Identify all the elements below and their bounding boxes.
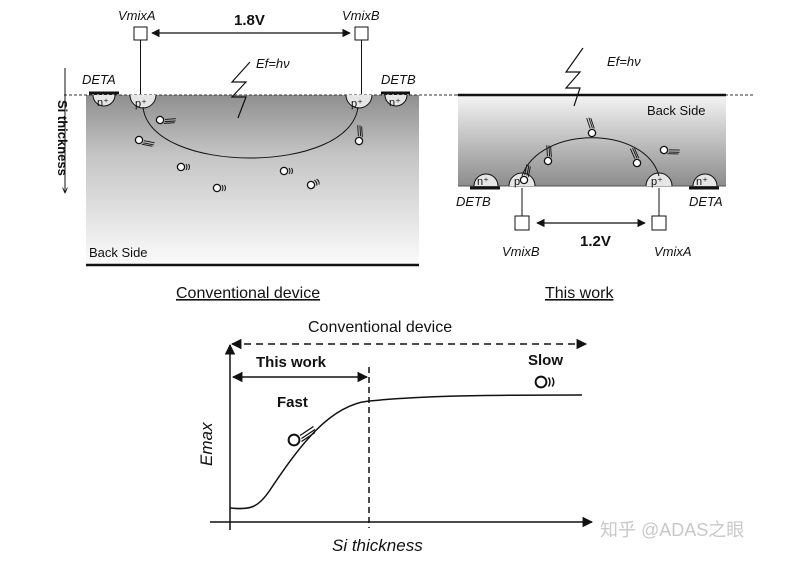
conventional-device-caption: Conventional device — [176, 285, 320, 302]
slow-electron-icon — [534, 375, 555, 389]
this-work-panel: Back Side Ef=hν n⁺ DETB p⁺ p⁺ n⁺ DETA Vm… — [455, 47, 755, 302]
this-work-caption: This work — [545, 285, 614, 302]
this-work-n-plus-right — [692, 173, 718, 187]
this-work-field-arc — [521, 137, 660, 177]
conventional-light-bolt-icon — [230, 61, 251, 119]
conventional-vmixb-terminal — [354, 26, 369, 41]
this-work-vmixb-label: VmixB — [502, 244, 540, 259]
fast-electron-icon — [287, 425, 316, 447]
conventional-n-plus-left-label: n⁺ — [97, 97, 109, 109]
conventional-vmixa-label: VmixA — [118, 8, 156, 23]
conventional-voltage-label: 1.8V — [234, 12, 265, 29]
conventional-vmixb-label: VmixB — [342, 8, 380, 23]
this-work-p-plus-right — [645, 172, 673, 187]
graph-y-axis-label: Emax — [197, 422, 216, 466]
this-work-deta-label: DETA — [689, 194, 723, 209]
this-work-p-plus-right-label: p⁺ — [651, 176, 663, 188]
watermark: 知乎 @ADAS之眼 — [600, 520, 744, 540]
conventional-deta-label: DETA — [82, 72, 116, 87]
conventional-ef-label: Ef=hν — [256, 56, 290, 71]
conventional-back-side-label: Back Side — [89, 245, 148, 260]
conventional-p-plus-left-label: p⁺ — [135, 98, 147, 110]
this-work-n-plus-left-label: n⁺ — [477, 176, 489, 188]
fast-label: Fast — [277, 394, 308, 411]
this-work-si-substrate — [458, 95, 726, 186]
this-work-vmixa-terminal — [651, 215, 667, 231]
this-work-light-bolt-icon — [564, 47, 584, 107]
conventional-si-substrate — [86, 95, 419, 265]
emax-curve — [229, 394, 583, 510]
conventional-detb-label: DETB — [381, 72, 416, 87]
this-work-vmixa-label: VmixA — [654, 244, 692, 259]
emax-vs-thickness-graph: Conventional device This work Fast Slow … — [197, 319, 594, 555]
conventional-field-arc — [142, 106, 359, 159]
graph-x-axis-label: Si thickness — [332, 536, 423, 555]
graph-this-work-label: This work — [256, 354, 327, 371]
this-work-n-plus-left — [473, 173, 499, 187]
this-work-vmixb-terminal — [514, 215, 530, 231]
this-work-voltage-label: 1.2V — [580, 233, 611, 250]
conventional-n-plus-right — [384, 94, 408, 107]
conventional-p-plus-right — [345, 94, 373, 109]
conventional-n-plus-right-label: n⁺ — [389, 97, 401, 109]
this-work-detb-label: DETB — [456, 194, 491, 209]
this-work-back-side-label: Back Side — [647, 103, 706, 118]
conventional-device-panel: Back Side Si thickness DETA n⁺ p⁺ p⁺ DET… — [55, 8, 455, 302]
this-work-ef-label: Ef=hν — [607, 54, 641, 69]
graph-conventional-label: Conventional device — [308, 319, 452, 336]
this-work-n-plus-right-label: n⁺ — [696, 176, 708, 188]
slow-label: Slow — [528, 352, 563, 369]
si-thickness-axis-label: Si thickness — [55, 100, 70, 176]
conventional-n-plus-left — [92, 94, 116, 107]
conventional-vmixa-terminal — [133, 26, 148, 41]
conventional-p-plus-right-label: p⁺ — [351, 98, 363, 110]
